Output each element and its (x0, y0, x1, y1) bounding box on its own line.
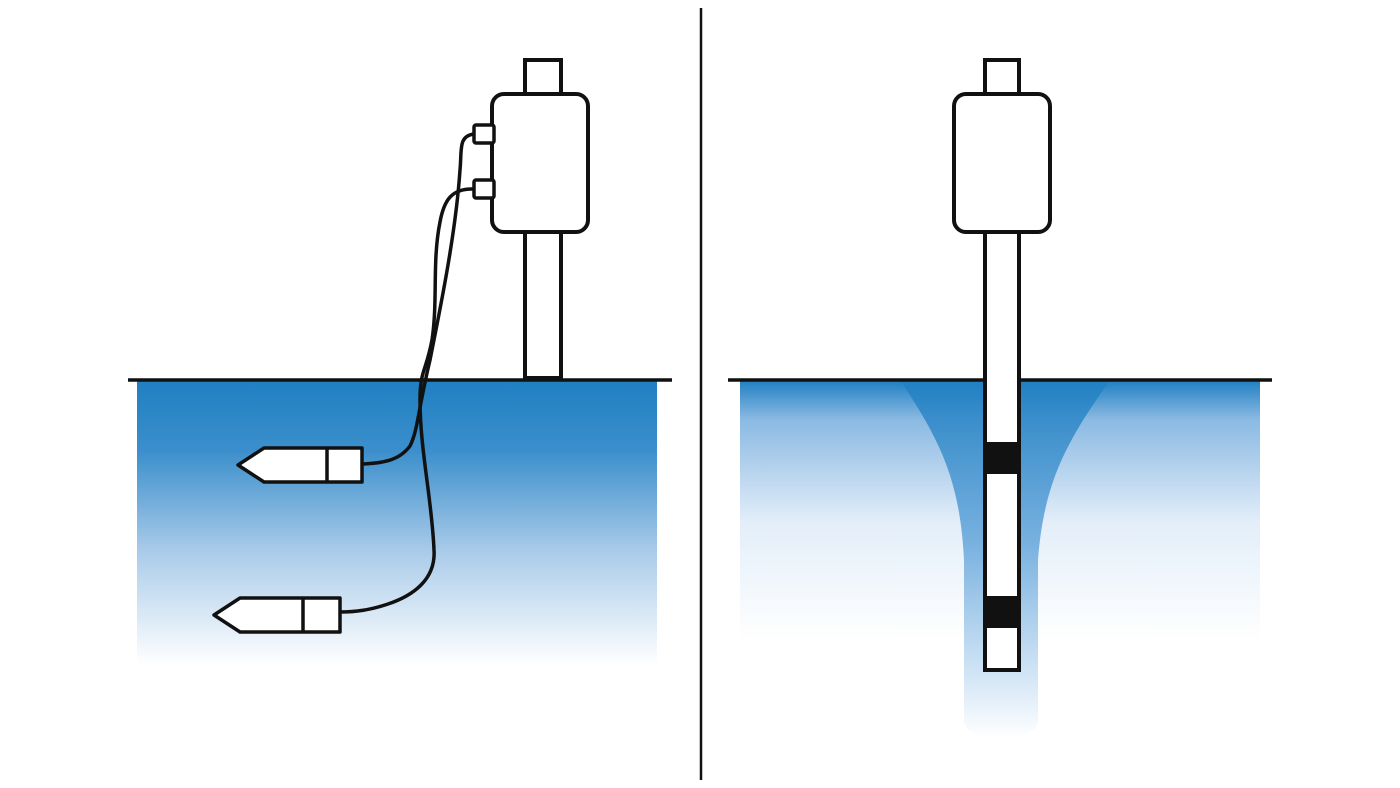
probe-body-upper (236, 446, 364, 484)
soil-probe-upper (236, 446, 364, 484)
right-panel (728, 58, 1272, 738)
probe-body-lower (212, 596, 342, 634)
data-logger-box-left (490, 92, 590, 234)
sensor-band-2 (985, 596, 1019, 628)
sensor-cable-1 (362, 132, 475, 466)
soil-probe-lower (212, 596, 342, 634)
soil-block-left (137, 380, 657, 665)
connector-port-1 (472, 123, 496, 145)
connector-port-2 (472, 178, 496, 200)
sensor-cable-2 (339, 187, 475, 614)
left-panel (128, 58, 672, 665)
sensor-band-1 (985, 442, 1019, 474)
data-logger-box-right (952, 92, 1052, 234)
